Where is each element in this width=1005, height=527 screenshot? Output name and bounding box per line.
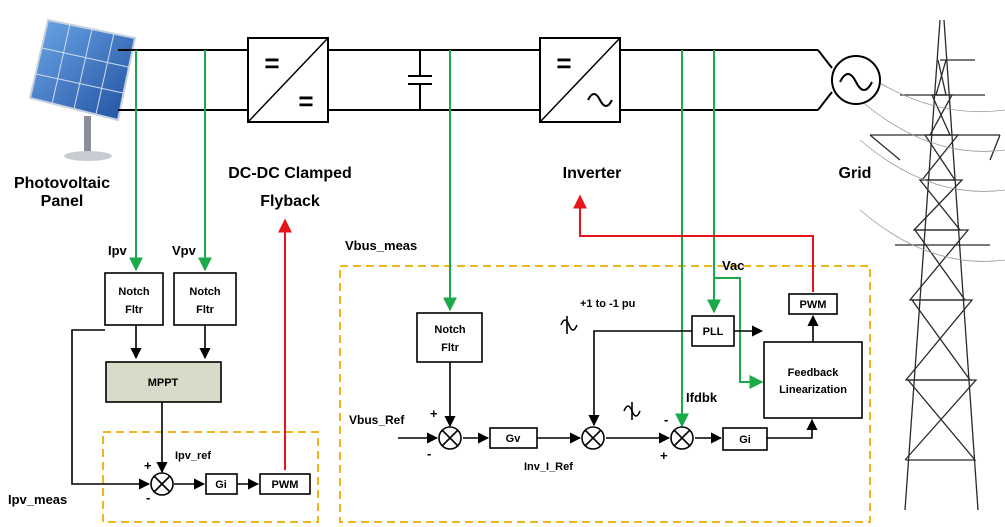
pwm-gate-lines [278, 194, 814, 470]
pv-summing-junction [150, 472, 174, 496]
svg-text:Gv: Gv [506, 433, 522, 445]
feedback-linearization-block: Feedback Linearization [763, 341, 863, 419]
dc-bus-lines [118, 49, 833, 111]
gi-block-pv: Gi [205, 473, 238, 495]
control-signal-lines [71, 314, 819, 490]
svg-text:=: = [264, 48, 279, 78]
grid-label: Grid [839, 165, 872, 182]
gv-block: Gv [489, 427, 538, 449]
svg-text:Notch: Notch [189, 286, 220, 298]
inverter-label: Inverter [563, 165, 622, 182]
flyback-label: DC-DC Clamped [228, 165, 352, 182]
pwm-block-inverter: PWM [788, 293, 838, 315]
ac-wave-icon [587, 93, 613, 107]
pll-block: PLL [691, 315, 735, 347]
ipv-ref-label: Ipv_ref [175, 450, 211, 462]
dc-link-capacitor [408, 50, 432, 110]
svg-text:Gi: Gi [739, 434, 751, 446]
sign-minus: - [664, 412, 668, 427]
transmission-tower-icon [859, 19, 1005, 511]
grid-ac-source-symbol [831, 55, 881, 105]
inv-i-ref-label: Inv_I_Ref [524, 461, 573, 473]
svg-text:MPPT: MPPT [148, 377, 179, 389]
dc-dc-converter-symbol: = = [247, 37, 329, 123]
ifdbk-label: Ifdbk [686, 390, 718, 405]
sign-plus: + [660, 448, 668, 463]
svg-text:Fltr: Fltr [441, 342, 459, 354]
vbus-meas-label: Vbus_meas [345, 238, 417, 253]
measurement-lines [129, 50, 764, 428]
gi-block-inverter: Gi [722, 427, 768, 451]
flyback-label-2: Flyback [260, 193, 320, 210]
inverter-symbol: = [539, 37, 621, 123]
pv-control-boundary [102, 431, 319, 523]
unit-sine-icon [560, 316, 578, 334]
vpv-label: Vpv [172, 243, 197, 258]
sign-plus: + [430, 406, 438, 421]
svg-text:PWM: PWM [272, 479, 299, 491]
svg-text:Fltr: Fltr [196, 304, 214, 316]
solar-panel-icon [28, 18, 137, 161]
multiplier-junction [581, 426, 605, 450]
unit-sine-label: +1 to -1 pu [580, 298, 635, 310]
ipv-label: Ipv [108, 243, 128, 258]
notch-filter-ipv: Notch Fltr [104, 272, 164, 326]
svg-text:=: = [298, 86, 313, 116]
svg-text:PWM: PWM [800, 299, 827, 311]
svg-text:Gi: Gi [215, 479, 227, 491]
svg-text:Notch: Notch [434, 324, 465, 336]
svg-text:Notch: Notch [118, 286, 149, 298]
sign-plus: + [144, 458, 152, 473]
inverter-control-boundary [339, 265, 871, 523]
pv-panel-label: Photovoltaic [14, 175, 110, 192]
vac-label: Vac [722, 258, 744, 273]
vbus-ref-label: Vbus_Ref [349, 413, 405, 427]
mppt-block: MPPT [105, 361, 222, 403]
notch-filter-vpv: Notch Fltr [173, 272, 237, 326]
pwm-block-pv: PWM [259, 473, 311, 495]
sign-minus: - [427, 446, 431, 461]
notch-filter-vbus: Notch Fltr [416, 312, 483, 363]
svg-text:Feedback: Feedback [788, 367, 840, 379]
vbus-summing-junction [438, 426, 462, 450]
ipv-meas-label: Ipv_meas [8, 492, 67, 507]
svg-text:PLL: PLL [703, 326, 724, 338]
svg-text:Fltr: Fltr [125, 304, 143, 316]
current-summing-junction [670, 426, 694, 450]
sign-minus: - [146, 490, 150, 505]
svg-text:Linearization: Linearization [779, 384, 847, 396]
svg-text:=: = [556, 48, 571, 78]
reference-sine-icon [623, 402, 641, 420]
pv-panel-label-2: Panel [41, 193, 84, 210]
